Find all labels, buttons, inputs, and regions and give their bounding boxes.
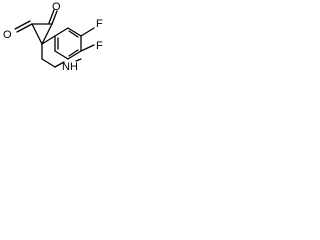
bond-ar-5	[67, 27, 82, 37]
atom-label-o-left: O	[3, 29, 12, 41]
atom-label-f-lower: F	[96, 40, 103, 52]
bond-ar-inner-3	[68, 30, 79, 38]
structure-diagram: O O F F NH	[3, 1, 103, 73]
bond-carbonyl-top-a	[51, 10, 58, 25]
bond-ar-3	[67, 50, 82, 60]
bond-carbonyl-left-a	[16, 23, 33, 33]
bond-ch2-ch2	[41, 58, 56, 68]
bond-c-f-lower	[80, 44, 95, 52]
atom-label-nh: NH	[62, 61, 78, 73]
bond-spiro-c2	[41, 23, 53, 45]
bond-nh-ar	[75, 58, 82, 62]
bond-c-f-upper	[80, 27, 95, 37]
bond-carbonyl-top-b	[48, 9, 55, 24]
bond-carbonyl-left-b	[14, 20, 31, 30]
bond-ar-2	[54, 50, 69, 60]
bond-ar-6	[54, 27, 69, 37]
atom-label-f-upper: F	[96, 18, 103, 30]
bond-spiro-c1	[31, 23, 43, 45]
atom-label-o-top: O	[52, 1, 61, 13]
bond-spiro-ar	[41, 35, 56, 45]
bond-ar-inner-2	[68, 49, 79, 57]
bond-ch2-nh	[54, 61, 65, 68]
